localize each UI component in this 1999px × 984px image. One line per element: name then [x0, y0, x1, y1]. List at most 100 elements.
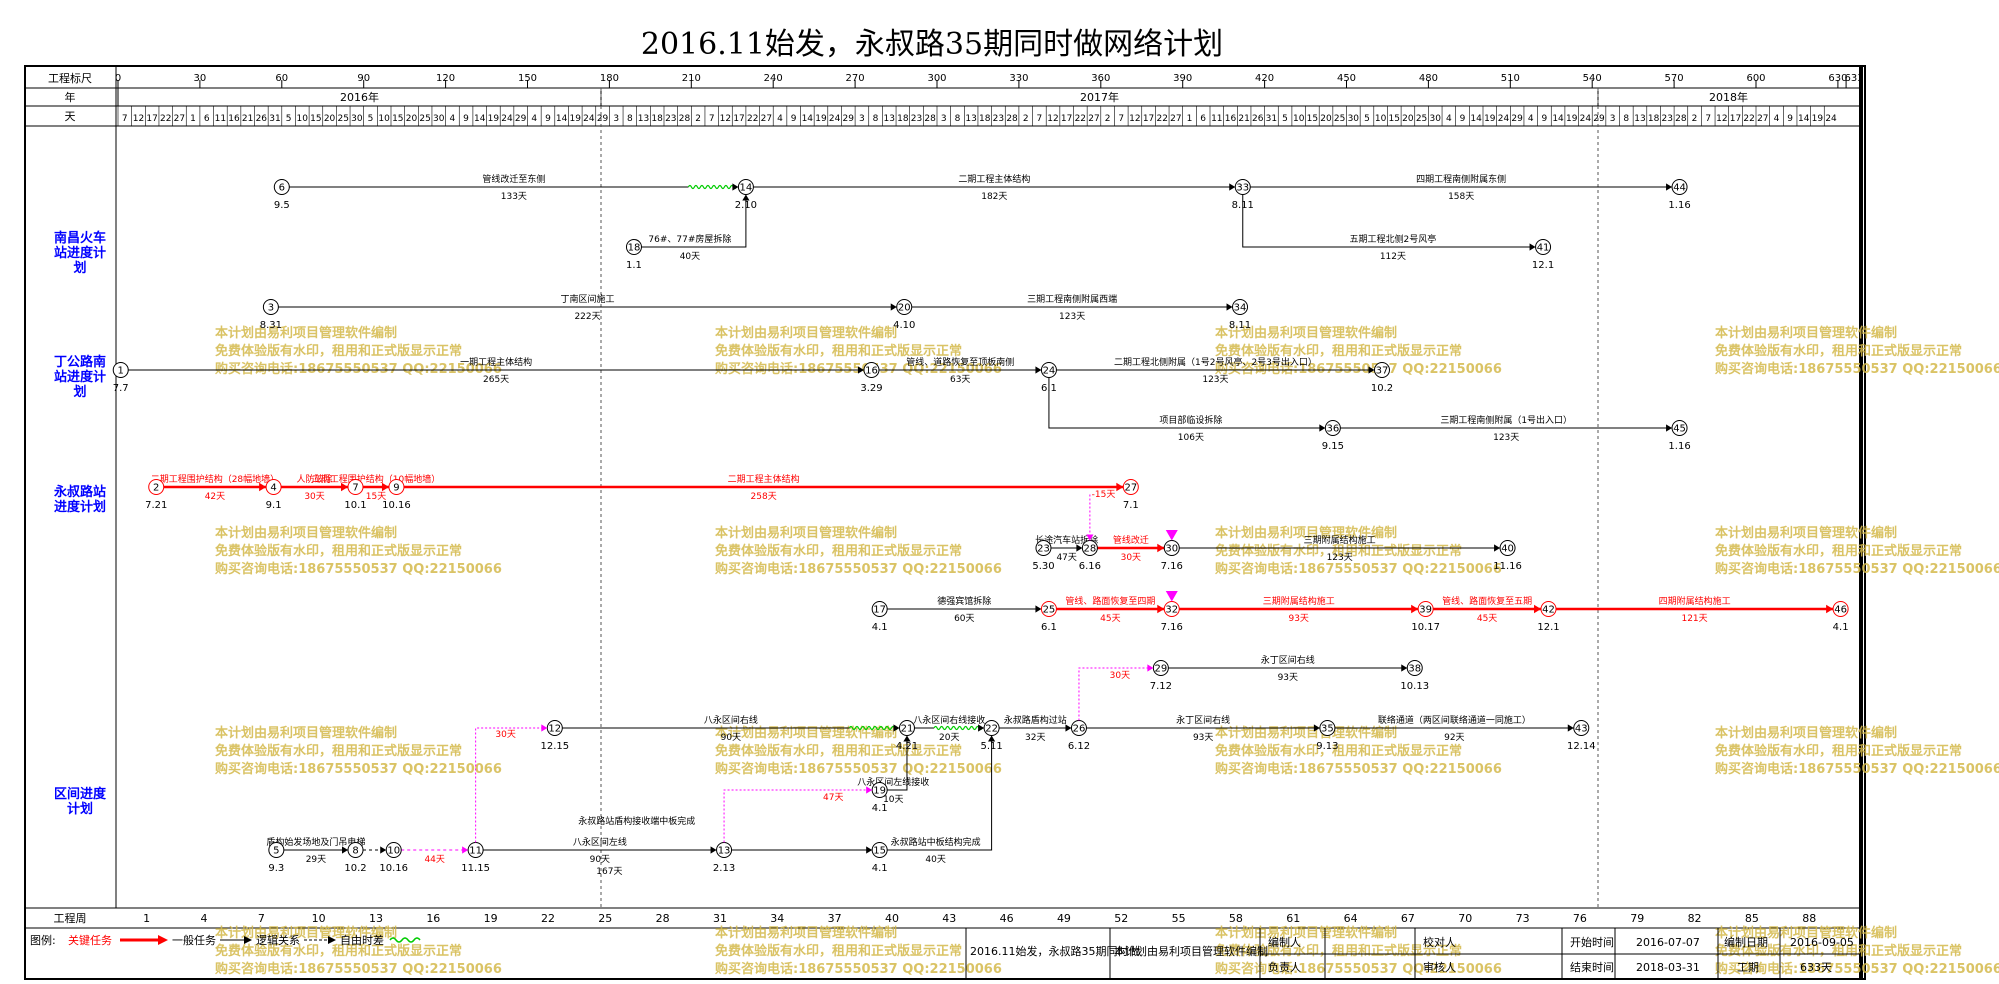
day-label: 天 — [65, 110, 76, 123]
week-label-85: 85 — [1745, 912, 1759, 925]
year-label: 年 — [65, 90, 76, 104]
scale-tick-label: 630 — [1828, 73, 1847, 84]
node-date: 5.11 — [980, 741, 1002, 752]
task-duration: 222天 — [574, 312, 600, 322]
node-date: 7.1 — [1123, 500, 1139, 511]
week-label-70: 70 — [1458, 912, 1472, 925]
task-name: 76#、77#房屋拆除 — [648, 233, 731, 245]
node-date: 11.15 — [461, 863, 490, 874]
watermark-text: 本计划由易利项目管理软件编制 — [1215, 725, 1397, 741]
scale-tick-label: 570 — [1665, 73, 1684, 84]
task-name: 管线、路面恢复至四期 — [1065, 595, 1155, 607]
node-id: 12 — [548, 724, 561, 735]
day-label: 11 — [215, 114, 226, 124]
node-id: 11 — [469, 846, 482, 857]
node-id: 33 — [1236, 183, 1249, 194]
node-date: 8.11 — [1229, 320, 1251, 331]
week-label-28: 28 — [656, 912, 670, 925]
task-node: 174.1 — [871, 601, 888, 633]
task-duration: 29天 — [306, 855, 326, 865]
day-label: 5 — [368, 114, 374, 124]
task-node: 369.15 — [1322, 420, 1344, 452]
week-label-34: 34 — [770, 912, 784, 925]
day-label: 25 — [1416, 114, 1427, 124]
scale-tick-label: 150 — [518, 73, 537, 84]
watermark-text: 免费体验版有水印，租用和正式版显示正常 — [715, 543, 962, 559]
watermark-text: 购买咨询电话:18675550537 QQ:22150066 — [715, 561, 1002, 577]
day-label: 4 — [450, 114, 456, 124]
task-duration: 60天 — [954, 614, 974, 624]
watermark-text: 本计划由易利项目管理软件编制 — [215, 525, 397, 541]
day-label: 31 — [1266, 114, 1277, 124]
scale-tick-label: 240 — [764, 73, 783, 84]
node-date: 9.5 — [274, 200, 290, 211]
task-node: 441.16 — [1668, 179, 1691, 211]
day-label: 22 — [1075, 114, 1086, 124]
task-name: 三期工程南侧附属西端 — [1027, 293, 1117, 305]
extra-label: -15天 — [1092, 490, 1116, 500]
week-label-88: 88 — [1802, 912, 1816, 925]
watermark-layer: 本计划由易利项目管理软件编制免费体验版有水印，租用和正式版显示正常购买咨询电话:… — [215, 325, 1999, 977]
node-date: 7.16 — [1161, 561, 1183, 572]
watermark-text: 本计划由易利项目管理软件编制 — [1215, 925, 1397, 941]
day-label: 13 — [883, 114, 894, 124]
task-name: 丁南区间施工 — [561, 293, 615, 305]
node-date: 5.30 — [1032, 561, 1054, 572]
task-duration: 40天 — [680, 252, 700, 262]
day-label: 11 — [1211, 114, 1222, 124]
day-label: 19 — [1566, 114, 1578, 124]
node-date: 9.15 — [1322, 441, 1344, 452]
day-label: 9 — [463, 114, 469, 124]
day-label: 29 — [1593, 114, 1605, 124]
day-label: 19 — [488, 114, 500, 124]
watermark-text: 本计划由易利项目管理软件编制 — [1715, 325, 1897, 341]
day-label: 18 — [651, 114, 663, 124]
node-id: 38 — [1408, 664, 1421, 675]
day-label: 4 — [1774, 114, 1780, 124]
scale-tick-label: 480 — [1419, 73, 1438, 84]
node-id: 25 — [1043, 605, 1056, 616]
lane-label-yongshu: 永叔路站进度计划 — [53, 484, 106, 515]
extra-label: 30天 — [1110, 671, 1130, 681]
footer-period-label: 工期 — [1737, 961, 1759, 974]
task-duration: 32天 — [1025, 733, 1045, 743]
day-label: 14 — [474, 114, 486, 124]
node-id: 2 — [153, 483, 159, 494]
scale-tick-label: 390 — [1173, 73, 1192, 84]
watermark-text: 购买咨询电话:18675550537 QQ:22150066 — [215, 761, 502, 777]
day-label: 16 — [1225, 114, 1237, 124]
week-label: 工程周 — [54, 912, 87, 925]
node-id: 37 — [1376, 366, 1389, 377]
day-label: 9 — [545, 114, 551, 124]
task-arrow: 三期工程南侧附属（1号出入口）123天 — [1340, 414, 1673, 443]
task-arrows: 管线改迁至东侧133天二期工程主体结构182天四期工程南侧附属东侧158天76#… — [128, 173, 1834, 865]
footer-date-value: 2016-09-05 — [1790, 936, 1854, 949]
footer-checker-label: 校对人 — [1423, 935, 1456, 949]
task-node: 235.30 — [1032, 540, 1055, 572]
lane-label-nanchang: 南昌火车站进度计划 — [54, 230, 106, 276]
task-duration: 182天 — [981, 192, 1007, 202]
day-label: 19 — [815, 114, 827, 124]
task-arrow: 丁南区间施工 222天 — [278, 293, 897, 322]
day-label: 4 — [1446, 114, 1452, 124]
week-label-64: 64 — [1344, 912, 1358, 925]
day-label: 12 — [1716, 114, 1727, 124]
day-label: 28 — [1006, 114, 1018, 124]
task-duration: 45天 — [1100, 614, 1120, 624]
node-id: 6 — [279, 183, 285, 194]
day-label: 12 — [133, 114, 144, 124]
lane-label-section: 区间进度计划 — [54, 786, 107, 817]
page-title: 2016.11始发，永叔路35期同时做网络计划 — [641, 27, 1223, 62]
day-label: 27 — [1757, 114, 1768, 124]
day-label: 9 — [1787, 114, 1793, 124]
task-arrow: 76#、77#房屋拆除 40天 — [641, 194, 750, 262]
task-name: 永叔路站中板结构完成 — [891, 836, 981, 848]
day-label: 24 — [1825, 114, 1837, 124]
